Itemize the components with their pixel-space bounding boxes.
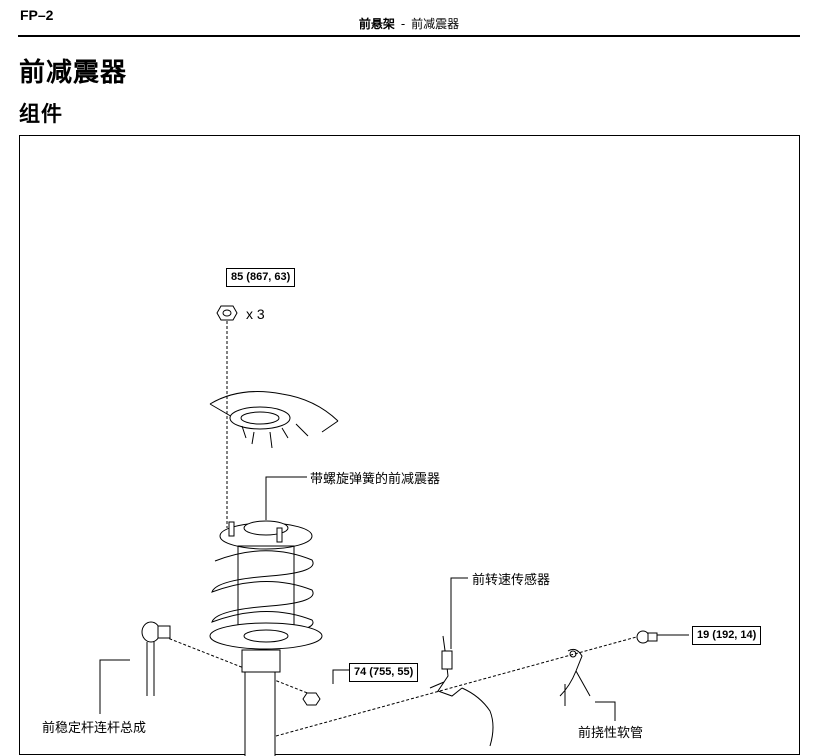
leader-line-sensor [450, 577, 468, 649]
top-nut-icon [216, 305, 238, 321]
running-header: 前悬架-前减震器 [0, 15, 818, 32]
page-title: 前减震器 [19, 58, 128, 88]
header-subsection: 前减震器 [411, 17, 460, 31]
link-nut-icon [302, 692, 321, 706]
speed-sensor-icon [429, 635, 494, 747]
leader-line-link-nut [332, 669, 350, 684]
label-stabilizer-link: 前稳定杆连杆总成 [42, 717, 147, 736]
strut-assembly-icon [209, 520, 323, 756]
leader-line-stab-link [99, 659, 130, 714]
torque-spec-hose-bolt: 19 (192, 14) [692, 626, 762, 645]
header-rule [18, 35, 800, 37]
header-separator: - [400, 17, 406, 31]
header-section: 前悬架 [358, 17, 395, 31]
label-flexible-hose: 前挠性软管 [578, 722, 644, 741]
torque-spec-link-nut: 74 (755, 55) [349, 663, 419, 682]
flexible-hose-icon [559, 648, 591, 706]
components-figure: 85 (867, 63) x 3 带螺旋弹簧的前减震器 前转速传感器 74 (7… [19, 135, 800, 756]
assembly-line-stab [159, 634, 311, 695]
leader-line-hose [595, 701, 616, 721]
assembly-line-diagonal [275, 635, 641, 737]
page-number: FP–2 [20, 7, 54, 23]
nut-quantity: x 3 [246, 306, 265, 322]
leader-line-strut [265, 476, 307, 520]
label-strut-with-spring: 带螺旋弹簧的前减震器 [310, 468, 441, 487]
section-heading: 组件 [19, 102, 63, 126]
hose-bolt-icon [636, 630, 658, 644]
exploded-diagram [99, 271, 689, 756]
stabilizer-link-icon [141, 621, 171, 696]
torque-spec-top-nut: 85 (867, 63) [226, 268, 296, 287]
spring-seat-icon [209, 391, 339, 449]
label-speed-sensor: 前转速传感器 [472, 569, 551, 588]
